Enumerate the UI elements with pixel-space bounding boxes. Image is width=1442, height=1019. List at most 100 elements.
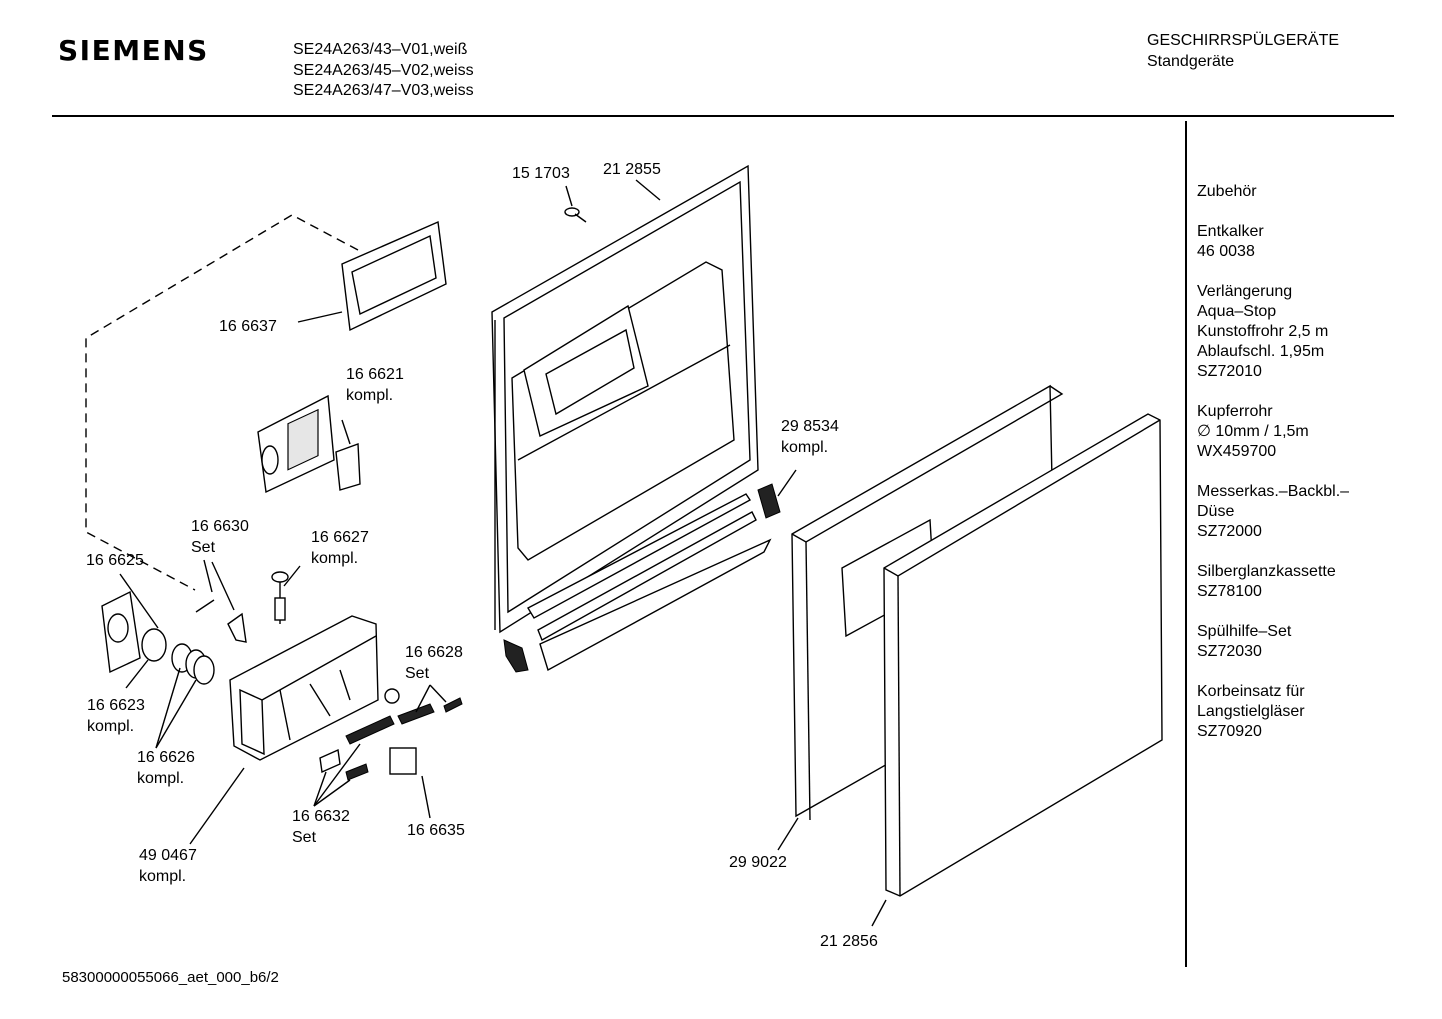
label-text: kompl. [311,550,359,567]
accessory-line: Messerkas.–Backbl.– [1197,483,1350,500]
accessory-line: WX459700 [1197,443,1277,460]
seal-ring-small [193,655,215,685]
accessory-line: Verlängerung [1197,283,1293,300]
dispenser-housing [229,615,379,761]
door-seal-strip-middle [537,511,757,642]
window-frame [341,220,447,332]
screw [564,207,587,223]
label-166626: 16 6626 kompl. [137,747,195,789]
category-subtitle: Standgeräte [1147,52,1235,70]
label-text: 16 6621 [346,366,404,383]
label-text: 16 6627 [311,529,369,546]
label-166627: 16 6627 kompl. [311,527,369,569]
model-line-1: SE24A263/43–V01,weiß [293,41,468,58]
model-list: SE24A263/43–V01,weiß SE24A263/45–V02,wei… [293,40,474,102]
label-text: 16 6623 [87,697,145,714]
category-title: GESCHIRRSPÜLGERÄTE [1147,32,1340,49]
document-id: 58300000055066_aet_000_b6/2 [62,969,279,986]
label-490467: 49 0467 kompl. [139,845,197,887]
outer-door [883,413,1163,897]
label-166625: 16 6625 [86,552,144,569]
label-text: Set [405,665,430,682]
lever [227,612,247,643]
label-text: kompl. [139,868,187,885]
brand-logo: SIEMENS [58,34,209,67]
label-166621: 16 6621 kompl. [346,364,404,406]
label-text: kompl. [346,387,394,404]
accessory-line: Spülhilfe–Set [1197,623,1292,640]
label-166637: 16 6637 [219,318,277,335]
door-seal-strip-upper [527,493,752,619]
accessory-group-1: Entkalker 46 0038 [1197,222,1349,262]
latch-pin [397,703,435,725]
accessory-line: Kunstoffrohr 2,5 m [1197,323,1329,340]
label-text: 49 0467 [139,847,197,864]
accessory-line: Langstielgläser [1197,703,1305,720]
label-212856: 21 2856 [820,933,878,950]
accessory-line: Düse [1197,503,1235,520]
accessory-line: SZ70920 [1197,723,1262,740]
dispenser-cap [101,590,141,674]
model-line-2: SE24A263/45–V02,weiss [293,61,474,79]
label-166635: 16 6635 [407,822,465,839]
valve-assembly [271,571,289,624]
leader-lines [119,179,887,927]
small-spring [345,763,369,781]
label-text: 16 6626 [137,749,195,766]
clip-part [319,748,341,774]
label-298534: 29 8534 kompl. [781,416,839,458]
ball [384,688,400,704]
accessory-line: 46 0038 [1197,243,1255,260]
label-text: Set [191,539,216,556]
header-divider [52,115,1394,117]
label-text: kompl. [781,439,829,456]
label-text: 16 6628 [405,644,463,661]
filter-cover [257,394,361,494]
accessory-line: SZ72000 [1197,523,1262,540]
spring [443,697,463,713]
accessory-line: Aqua–Stop [1197,303,1277,320]
hinge-clip-left [503,639,529,673]
accessory-line: SZ78100 [1197,583,1262,600]
label-text: kompl. [137,770,185,787]
label-text: kompl. [87,718,135,735]
accessory-line: Korbeinsatz für [1197,683,1305,700]
label-299022: 29 9022 [729,854,787,871]
category-block: GESCHIRRSPÜLGERÄTE Standgeräte [1147,31,1339,72]
accessory-line: Silberglanzkassette [1197,563,1336,580]
spring-pin [195,599,215,613]
label-166623: 16 6623 kompl. [87,695,145,737]
accessory-group-0: Zubehör [1197,182,1349,202]
inner-door-panel [491,164,759,634]
door-seal-strip-lower [539,538,772,672]
slider-part [345,715,395,745]
label-text: 29 8534 [781,418,839,435]
accessory-line: Ablaufschl. 1,95m [1197,343,1325,360]
accessory-line: SZ72030 [1197,643,1262,660]
accessory-heading: Zubehör [1197,183,1257,200]
accessory-line: ∅ 10mm / 1,5m [1197,423,1309,440]
label-151703: 15 1703 [512,165,570,182]
label-text: 16 6630 [191,518,249,535]
accessory-line: SZ72010 [1197,363,1262,380]
model-line-3: SE24A263/47–V03,weiss [293,82,474,99]
accessory-line: Kupferrohr [1197,403,1273,420]
seal-ring-large [141,628,167,662]
accessory-line: Entkalker [1197,223,1264,240]
label-212855: 21 2855 [603,161,661,178]
assembly-guide-dashed [85,214,359,591]
label-text: Set [292,829,317,846]
micro-switch [389,747,417,775]
label-text: 16 6632 [292,808,350,825]
